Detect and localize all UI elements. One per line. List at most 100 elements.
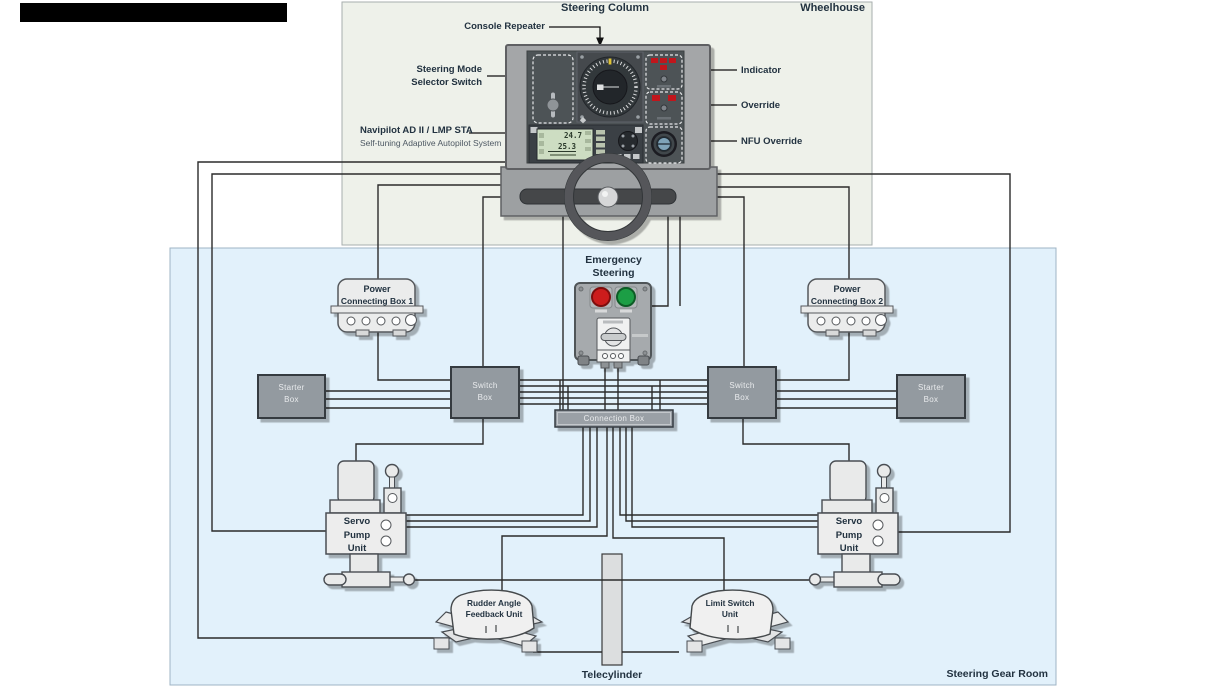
power-connecting-box-2-label: Power Connecting Box 2 [808,283,886,307]
wire-switchbox-to-right-motor [742,417,850,464]
wires-connection-to-right-servo [619,427,819,528]
cable-gland [577,355,590,366]
pcb1-line2: Connecting Box 1 [340,296,414,306]
label-navipilot-subtitle: Self-tuning Adaptive Autopilot System [360,138,502,148]
switch-box-right [707,366,777,419]
compass-heading-marker [597,84,604,90]
override-lamp [652,95,660,101]
switch-label-plate [603,320,623,324]
cable-gland [637,355,650,366]
wires-switchbox-bus [518,379,709,405]
switch-right-line2: Box [734,392,750,402]
override-label-plate [657,117,671,120]
autopilot-side-button [635,127,642,133]
servo-pump-left-label: Servo Pump Unit [328,515,386,556]
servo-right-line2: Pump [835,529,863,541]
starter-box-left [257,374,326,419]
arrow-console-repeater [549,26,604,47]
wire-connection-to-limit-switch [612,427,725,600]
starter-right-line1: Starter [917,383,945,392]
emergency-steering-box [574,282,652,369]
indicator-lamp [660,58,667,63]
lsu-line1: Limit Switch [705,598,755,608]
terminal [602,353,608,359]
lcd-segment [585,139,591,143]
autopilot-window [596,143,605,148]
label-nfu-override: NFU Override [741,136,803,147]
indicator-lamp [669,58,676,63]
compass-tick-ring [582,59,638,115]
indicator-lamp [660,65,667,70]
wire-console-to-right-switchbox [716,196,745,368]
label-navipilot-title: Navipilot AD II / LMP STA [360,125,473,136]
autopilot-window [596,136,605,141]
wheel-hub [597,186,619,208]
switch-left-line2: Box [477,392,493,402]
label-steering-mode-line1: Steering Mode [416,64,482,75]
override-switch [660,104,668,112]
override-lamp [668,95,676,101]
label-indicator: Indicator [741,65,782,76]
pcb1-line1: Power [363,284,391,294]
connection-box [554,409,674,428]
dial-dot [621,134,625,138]
screw [578,286,584,292]
rudder-feedback-label: Rudder Angle Feedback Unit [450,598,538,620]
servo-left-line3: Unit [347,543,367,554]
compass-lubber-line [608,58,612,65]
steering-wheel [564,153,652,241]
power-connecting-box-1-label: Power Connecting Box 1 [338,283,416,307]
indicator-lamp [651,58,658,63]
starter-left-line1: Starter [278,383,305,392]
wheel-hub-highlight [602,191,608,197]
switch-handle [600,333,627,341]
dial-dot [631,144,635,148]
screw [636,115,640,119]
switch-box-right-label: Switch Box [708,380,776,403]
telecylinder-label: Telecylinder [581,669,643,681]
indicator-switch [660,75,668,83]
telecylinder [601,553,623,666]
connection-box-label: Connection Box [583,414,645,423]
label-emergency-steering: Emergency Steering [571,254,656,280]
lcd-heading-value: 24.7 [563,131,582,140]
screw [580,55,584,59]
starter-box-left-label: Starter Box [258,382,325,405]
nfu-override-panel [645,126,683,164]
switch-left-line1: Switch [472,381,498,390]
starter-box-right-label: Starter Box [897,382,965,405]
lcd-segment [539,133,544,138]
wire-console-to-right-servo [716,173,1011,533]
label-console-repeater: Console Repeater [464,21,545,32]
wire-connection-to-feedback-unit [501,427,608,600]
starboard-button [616,287,636,307]
rafu-line1: Rudder Angle [466,598,522,608]
switch-box-left-label: Switch Box [451,380,519,403]
screw [578,350,584,356]
pcb2-line1: Power [833,284,861,294]
wires-bus-to-connection-box [559,380,661,411]
pcb2-line2: Connecting Box 2 [810,296,884,306]
section-title-steering-column: Steering Column [560,2,649,14]
dial-dot [631,134,635,138]
screw [642,350,648,356]
steering-console [500,44,718,241]
room-label-steering-gear: Steering Gear Room [946,668,1048,680]
autopilot-window [596,130,605,135]
override-panel [645,91,683,125]
screw [642,286,648,292]
electrical-boxes [257,366,966,428]
room-label-wheelhouse: Wheelhouse [800,2,865,14]
lcd-bottom-bar [550,154,576,156]
selector-knob [546,98,560,112]
starter-left-line2: Box [284,394,299,404]
lsu-line2: Unit [721,609,739,619]
emergency-line1: Emergency [585,254,642,266]
dial-dot [621,144,625,148]
label-steering-mode: Steering Mode Selector Switch [330,64,482,89]
wires-emergency-to-connection-box [604,364,619,411]
redaction-bar [20,3,287,22]
wires-connection-to-left-servo [405,427,598,528]
lcd-segment [539,149,544,154]
